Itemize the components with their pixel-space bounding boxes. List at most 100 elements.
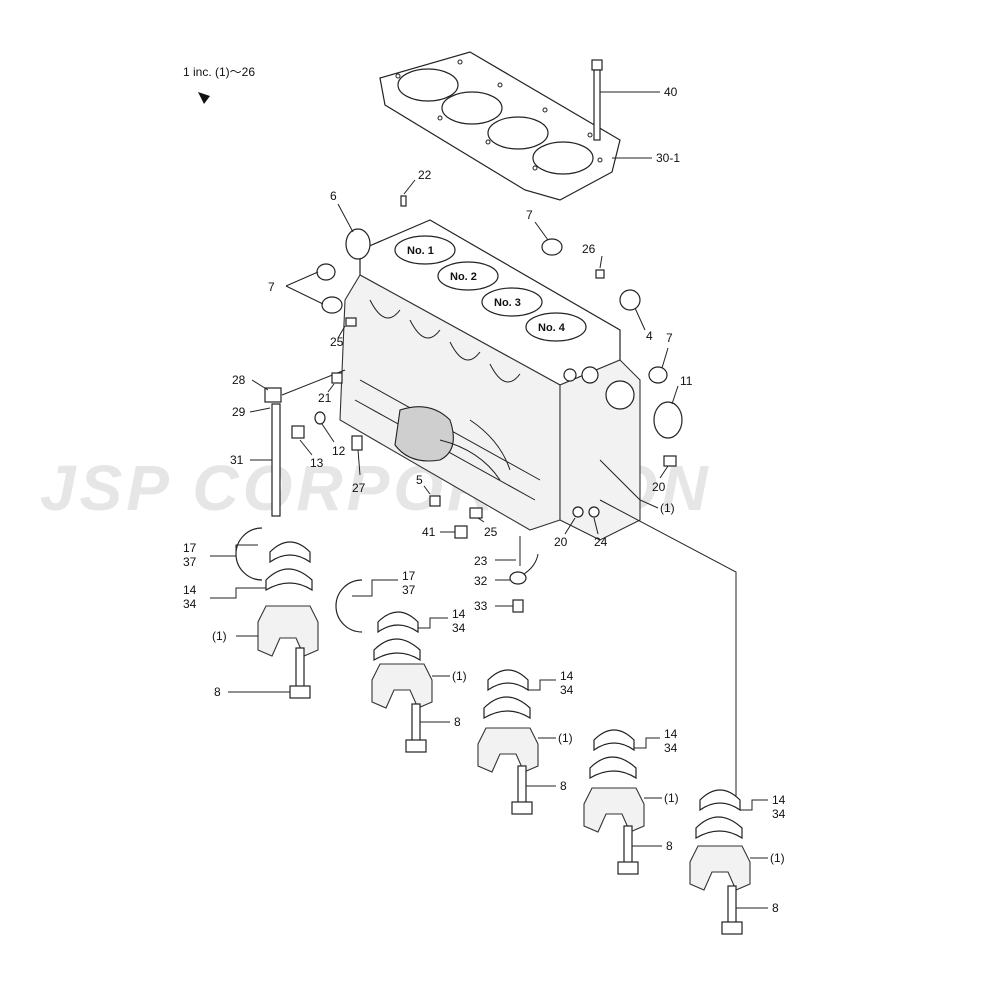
bolt-33[interactable] xyxy=(512,599,524,613)
callout-7a: 7 xyxy=(526,208,533,222)
callout-g4-1: (1) xyxy=(664,791,679,805)
callout-g3-1: (1) xyxy=(558,731,573,745)
cylinder-label-4: No. 4 xyxy=(538,322,566,334)
plug-41[interactable] xyxy=(454,525,468,539)
callout-11: 11 xyxy=(680,374,693,388)
plug-21[interactable] xyxy=(331,372,343,384)
callout-g2-1: (1) xyxy=(452,669,467,683)
callout-g2-34: 34 xyxy=(452,621,466,635)
callout-g5-34: 34 xyxy=(772,807,786,821)
plug-7a[interactable] xyxy=(541,238,563,256)
callout-29: 29 xyxy=(232,405,246,419)
main-bearing-cap-2[interactable] xyxy=(371,663,433,709)
callout-g2-14: 14 xyxy=(452,607,466,621)
callout-12: 12 xyxy=(332,444,346,458)
main-bearing-cap-1[interactable] xyxy=(257,605,319,657)
cap-bolt-2[interactable] xyxy=(405,703,427,753)
plug-7d[interactable] xyxy=(648,366,668,384)
callout-g3-14: 14 xyxy=(560,669,574,683)
callout-g5-8: 8 xyxy=(772,901,779,915)
jet-32[interactable] xyxy=(509,571,527,585)
main-bearing-cap-5[interactable] xyxy=(689,845,751,891)
plug-25b[interactable] xyxy=(469,507,483,519)
bearing-shells-2[interactable] xyxy=(373,611,421,662)
callout-g2-37: 37 xyxy=(402,583,416,597)
dowel-pin-22[interactable] xyxy=(400,195,407,207)
arrow-icon xyxy=(198,92,210,104)
head-gasket[interactable] xyxy=(379,51,621,201)
callout-g1-37: 37 xyxy=(183,555,197,569)
callout-block-1: (1) xyxy=(660,501,675,515)
callout-g4-8: 8 xyxy=(666,839,673,853)
callout-7b: 7 xyxy=(268,280,275,294)
callout-20a: 20 xyxy=(652,480,666,494)
callout-31: 31 xyxy=(230,453,244,467)
head-bolt[interactable] xyxy=(591,59,603,141)
cylinder-label-3: No. 3 xyxy=(494,297,521,309)
plug-20a[interactable] xyxy=(663,455,677,467)
plug-13[interactable] xyxy=(291,425,305,439)
elbow-28[interactable] xyxy=(264,387,282,403)
plug-20b[interactable] xyxy=(572,506,584,518)
main-bearing-cap-4[interactable] xyxy=(583,787,645,833)
callout-25b: 25 xyxy=(484,525,498,539)
plug-7c[interactable] xyxy=(321,296,343,314)
callout-28: 28 xyxy=(232,373,246,387)
callout-13: 13 xyxy=(310,456,324,470)
plug-5[interactable] xyxy=(429,495,441,507)
callout-g5-14: 14 xyxy=(772,793,786,807)
callout-32: 32 xyxy=(474,574,488,588)
thrust-washer-2[interactable] xyxy=(335,579,363,633)
plug-27[interactable] xyxy=(351,435,363,451)
callout-5: 5 xyxy=(416,473,423,487)
plug-26[interactable] xyxy=(595,269,605,279)
callout-g1-14: 14 xyxy=(183,583,197,597)
callout-g3-8: 8 xyxy=(560,779,567,793)
callout-g1-34: 34 xyxy=(183,597,197,611)
callout-g2-17: 17 xyxy=(402,569,416,583)
callout-g5-1: (1) xyxy=(770,851,785,865)
bearing-shells-3[interactable] xyxy=(483,669,531,720)
bearing-shells-5[interactable] xyxy=(695,789,743,840)
cap-bolt-3[interactable] xyxy=(511,765,533,815)
cylinder-label-1: No. 1 xyxy=(407,245,434,257)
dipstick-guide-31[interactable] xyxy=(271,403,281,517)
plug-25a[interactable] xyxy=(345,317,357,327)
callout-40: 40 xyxy=(664,85,678,99)
cap-bolt-4[interactable] xyxy=(617,825,639,875)
callout-g3-34: 34 xyxy=(560,683,574,697)
plug-6[interactable] xyxy=(345,228,371,260)
callout-g1-17: 17 xyxy=(183,541,197,555)
cylinder-block[interactable] xyxy=(339,219,641,541)
bearing-shells-1[interactable] xyxy=(265,541,313,592)
plug-7b[interactable] xyxy=(316,263,336,281)
cap-bolt-1[interactable] xyxy=(289,647,311,699)
cap-bolt-5[interactable] xyxy=(721,885,743,935)
bearing-shells-4[interactable] xyxy=(589,729,637,780)
washer-12[interactable] xyxy=(314,411,326,425)
callout-26: 26 xyxy=(582,242,596,256)
callout-g1-1: (1) xyxy=(212,629,227,643)
callout-33: 33 xyxy=(474,599,488,613)
callout-41: 41 xyxy=(422,525,436,539)
callout-7c: 7 xyxy=(666,331,673,345)
callout-22: 22 xyxy=(418,168,432,182)
callout-25a: 25 xyxy=(330,335,344,349)
callout-g2-8: 8 xyxy=(454,715,461,729)
cylinder-label-2: No. 2 xyxy=(450,271,477,283)
main-bearing-cap-3[interactable] xyxy=(477,727,539,773)
callout-30-1: 30-1 xyxy=(656,151,680,165)
callout-24: 24 xyxy=(594,535,608,549)
plug-4[interactable] xyxy=(619,289,641,311)
callout-4: 4 xyxy=(646,329,653,343)
callout-g4-34: 34 xyxy=(664,741,678,755)
cylinder-bores xyxy=(394,235,587,342)
callout-27: 27 xyxy=(352,481,366,495)
oil-seal-11[interactable] xyxy=(653,401,683,439)
thrust-washer-1[interactable] xyxy=(235,527,263,581)
inclusion-note: 1 inc. (1)～26 xyxy=(183,65,255,79)
callout-g1-8: 8 xyxy=(214,685,221,699)
plug-24[interactable] xyxy=(588,506,600,518)
